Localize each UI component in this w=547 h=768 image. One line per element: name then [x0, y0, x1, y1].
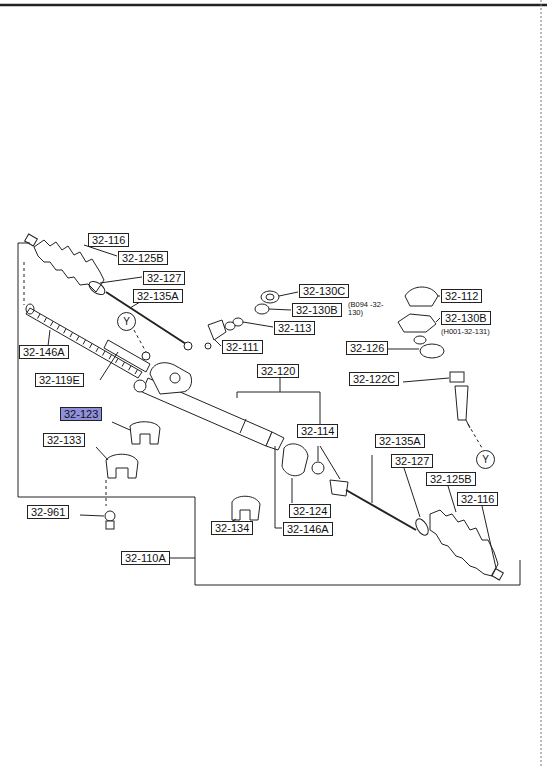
callout-number: 32-146A [19, 345, 69, 359]
callout-number: 32-135A [133, 289, 183, 303]
part-note: (H001-32-131) [441, 328, 490, 336]
callout-number: 32-114 [297, 424, 338, 438]
callout-number: 32-130B [441, 311, 491, 325]
view-marker: Y [117, 312, 136, 331]
callout-number: 32-122C [349, 372, 399, 386]
callout-number: 32-116 [457, 492, 498, 506]
callout-number: 32-112 [441, 289, 482, 303]
callout-number: 32-119E [35, 373, 84, 387]
callout-number: 32-130B [292, 303, 342, 317]
callout-number: 32-120 [257, 364, 299, 378]
callout-number: 32-133 [43, 433, 85, 447]
callout-number: 32-130C [299, 284, 349, 298]
callout-number: 32-125B [118, 251, 168, 265]
callout-number: 32-126 [346, 341, 388, 355]
part-note: (B094 -32-130) [348, 301, 394, 317]
callout-number-highlighted: 32-123 [60, 407, 102, 421]
callout-number: 32-134 [211, 521, 253, 535]
callout-number: 32-127 [143, 271, 185, 285]
callout-number: 32-113 [274, 321, 315, 335]
callout-number: 32-116 [88, 233, 129, 247]
callout-number: 32-110A [121, 551, 170, 565]
callout-number: 32-146A [283, 522, 333, 536]
callout-number: 32-961 [27, 505, 69, 519]
view-marker: Y [476, 450, 495, 469]
callout-number: 32-111 [222, 340, 263, 354]
callout-number: 32-124 [289, 504, 331, 518]
callout-number: 32-125B [426, 472, 476, 486]
callout-number: 32-127 [391, 454, 433, 468]
callout-number: 32-135A [375, 434, 425, 448]
